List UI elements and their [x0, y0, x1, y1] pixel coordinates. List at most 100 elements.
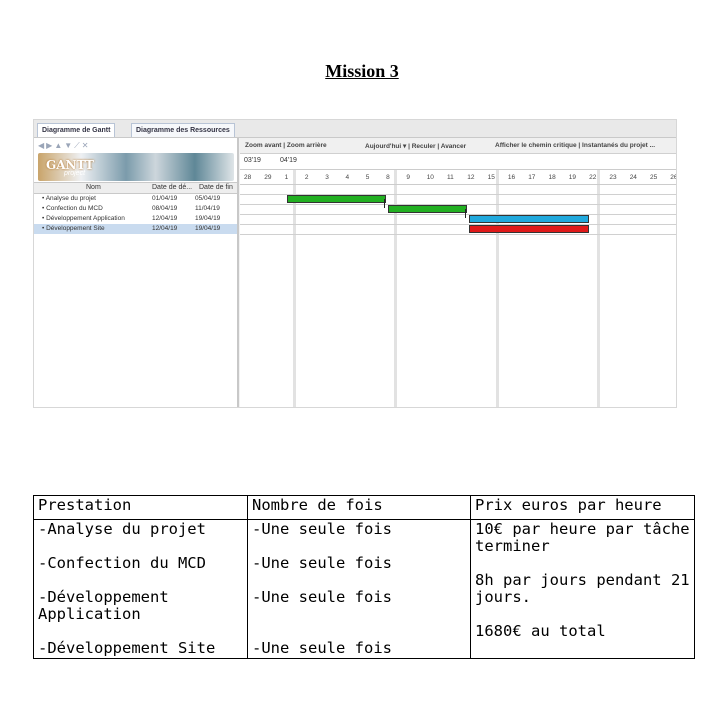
count-cell: -Une seule fois -Une seule fois -Une seu… — [247, 519, 471, 659]
tab-resources-chart[interactable]: Diagramme des Ressources — [131, 123, 235, 137]
row-line — [240, 234, 676, 235]
logo-subtext: project — [64, 170, 86, 177]
document-title: Mission 3 — [325, 61, 399, 81]
task-row[interactable]: • Développement Application 12/04/19 19/04… — [34, 214, 237, 224]
pricing-table: Prestation Nombre de fois Prix euros par… — [33, 495, 695, 659]
day-tick-label: 3 — [325, 174, 329, 181]
task-start-date: 08/04/19 — [152, 205, 178, 212]
gantt-chart-pane: Zoom avant | Zoom arrière Aujourd'hui ▾ … — [240, 138, 676, 407]
price-line: 8h par jours pendant 21 jours. — [475, 571, 699, 606]
pricing-header-row: Prestation Nombre de fois Prix euros par… — [33, 495, 695, 520]
header-prestation: Prestation — [33, 495, 248, 520]
pricing-body-row: -Analyse du projet -Confection du MCD -D… — [33, 519, 699, 659]
task-end-date: 05/04/19 — [195, 195, 221, 202]
prestation-item: -Développement Site — [38, 639, 216, 657]
task-end-date: 19/04/19 — [195, 225, 221, 232]
day-tick-label: 17 — [528, 174, 536, 181]
day-tick-label: 12 — [467, 174, 475, 181]
unlink-icon[interactable]: ✕ — [81, 141, 91, 150]
task-list-pane: ◀▶▲▼⟋✕ GANTT project Nom Date de dé... D… — [34, 138, 239, 407]
task-name: • Développement Site — [42, 225, 105, 232]
prestation-cell: -Analyse du projet -Confection du MCD -D… — [33, 519, 248, 659]
task-end-date: 19/04/19 — [195, 215, 221, 222]
column-end-date[interactable]: Date de fin — [199, 184, 233, 191]
task-start-date: 01/04/19 — [152, 195, 178, 202]
task-start-date: 12/04/19 — [152, 215, 178, 222]
count-item: -Une seule fois — [252, 588, 392, 606]
week-separator — [495, 169, 499, 407]
day-tick-label: 23 — [609, 174, 617, 181]
prestation-item: -Analyse du projet — [38, 520, 206, 538]
day-tick-label: 26 — [670, 174, 677, 181]
task-name: • Confection du MCD — [42, 205, 103, 212]
task-name: • Développement Application — [42, 215, 125, 222]
count-item: -Une seule fois — [252, 554, 392, 572]
gantt-screenshot: Diagramme de Gantt Diagramme des Ressour… — [33, 119, 677, 408]
week-separator — [292, 169, 296, 407]
task-table-header: Nom Date de dé... Date de fin — [34, 182, 237, 194]
count-item: -Une seule fois — [252, 520, 392, 538]
week-separator — [597, 169, 601, 407]
count-item: -Une seule fois — [252, 639, 392, 657]
day-tick-label: 8 — [386, 174, 390, 181]
day-tick-label: 4 — [345, 174, 350, 181]
task-row[interactable]: • Confection du MCD 08/04/19 11/04/19 — [34, 204, 237, 214]
task-bar[interactable] — [286, 195, 387, 203]
week-separator — [394, 169, 398, 407]
day-tick-label: 2 — [304, 174, 309, 181]
task-bar[interactable] — [469, 215, 590, 223]
day-tick-label: 16 — [507, 174, 516, 181]
zoom-controls[interactable]: Zoom avant | Zoom arrière — [245, 142, 327, 149]
back-arrow-icon[interactable]: ◀ — [38, 141, 47, 150]
navigation-controls[interactable]: Aujourd'hui ▾ | Reculer | Avancer — [365, 143, 467, 150]
day-tick-label: 24 — [629, 174, 637, 181]
price-line: 1680€ au total — [475, 622, 606, 640]
column-name[interactable]: Nom — [86, 184, 101, 191]
day-tick-label: 9 — [406, 174, 411, 181]
price-line: 10€ par heure par tâche terminer — [475, 520, 699, 555]
header-count: Nombre de fois — [247, 495, 471, 520]
task-row[interactable]: • Analyse du projet 01/04/19 05/04/19 — [34, 194, 237, 204]
task-row[interactable]: • Développement Site 12/04/19 19/04/19 — [34, 224, 237, 234]
dependency-arrow — [384, 199, 386, 208]
day-tick-label: 5 — [365, 174, 370, 181]
task-start-date: 12/04/19 — [152, 225, 178, 232]
toolbar-icons: ◀▶▲▼⟋✕ — [38, 141, 90, 151]
month-label: 03'19 — [244, 157, 261, 164]
day-tick-label: 22 — [589, 174, 597, 181]
day-tick-label: 11 — [447, 174, 454, 181]
gantt-tabs: Diagramme de Gantt Diagramme des Ressour… — [34, 120, 676, 138]
task-bar[interactable] — [469, 225, 590, 233]
day-tick-label: 28 — [244, 174, 252, 181]
day-tick-label: 29 — [264, 174, 272, 181]
down-arrow-icon[interactable]: ▼ — [64, 141, 75, 150]
link-icon[interactable]: ⟋ — [74, 141, 82, 150]
task-name: • Analyse du projet — [42, 195, 96, 202]
day-tick-label: 1 — [284, 174, 289, 181]
critical-path-controls[interactable]: Afficher le chemin critique | Instantané… — [495, 142, 656, 149]
task-end-date: 11/04/19 — [195, 205, 220, 212]
column-start-date[interactable]: Date de dé... — [152, 184, 193, 191]
row-line — [240, 214, 676, 215]
forward-arrow-icon[interactable]: ▶ — [46, 141, 55, 150]
dependency-arrow — [465, 209, 467, 218]
day-tick-label: 25 — [650, 174, 658, 181]
prestation-item: -Confection du MCD — [38, 554, 206, 572]
row-line — [240, 224, 676, 225]
day-tick-label: 18 — [548, 174, 556, 181]
header-price: Prix euros par heure — [470, 495, 695, 520]
ganttproject-logo: GANTT project — [38, 153, 234, 181]
price-cell: 10€ par heure par tâche terminer 8h par … — [470, 519, 699, 659]
day-tick-label: 15 — [487, 174, 495, 181]
row-line — [240, 204, 676, 205]
day-tick-label: 19 — [568, 174, 577, 181]
chart-toolbar: Zoom avant | Zoom arrière Aujourd'hui ▾ … — [240, 138, 676, 154]
up-arrow-icon[interactable]: ▲ — [54, 141, 65, 150]
row-line — [240, 194, 676, 195]
day-tick-label: 10 — [426, 174, 434, 181]
task-bar[interactable] — [388, 205, 468, 213]
tab-gantt-chart[interactable]: Diagramme de Gantt — [37, 123, 116, 137]
prestation-item: -Développement Application — [38, 588, 178, 623]
